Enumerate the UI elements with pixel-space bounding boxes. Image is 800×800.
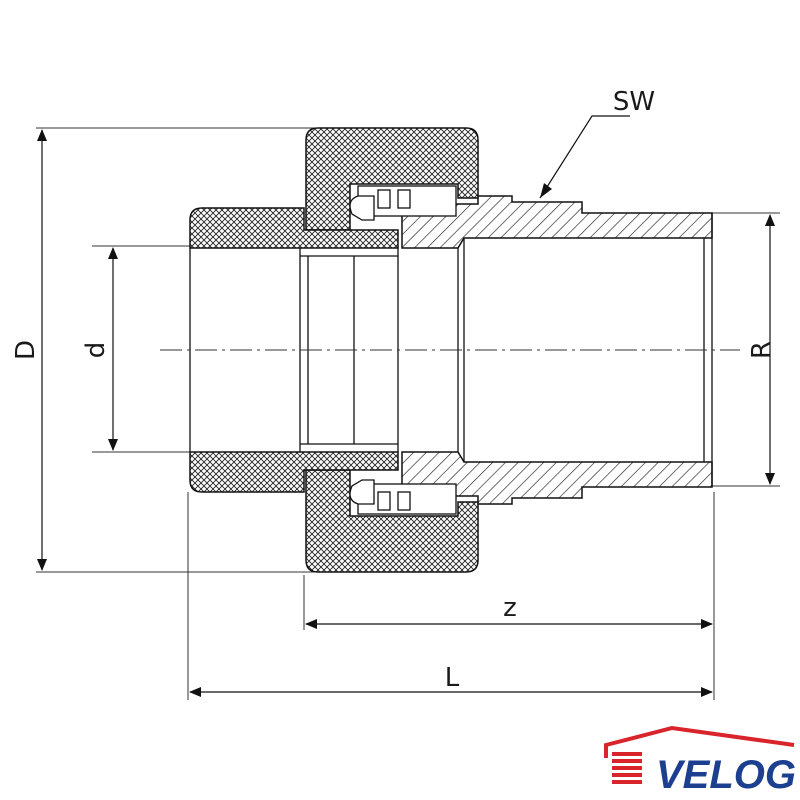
fitting-section bbox=[160, 127, 740, 573]
label-L: L bbox=[445, 663, 460, 693]
socket-body-bottom bbox=[189, 451, 399, 493]
extension-lines bbox=[36, 127, 780, 700]
label-D: D bbox=[11, 340, 41, 360]
logo-stripes bbox=[612, 752, 642, 784]
label-R: R bbox=[747, 341, 777, 359]
sw-leader bbox=[539, 115, 630, 199]
label-SW: SW bbox=[613, 87, 655, 117]
logo-roof bbox=[604, 725, 795, 758]
logo-text: VELOG bbox=[656, 753, 796, 797]
union-nut-bottom bbox=[305, 469, 479, 573]
seal-top bbox=[349, 185, 457, 221]
seal-bottom bbox=[349, 479, 457, 515]
label-d: d bbox=[81, 342, 111, 359]
socket-body-top bbox=[189, 207, 399, 249]
velog-logo: VELOG bbox=[604, 725, 796, 797]
union-nut-top bbox=[305, 127, 479, 231]
label-z: z bbox=[503, 593, 517, 623]
